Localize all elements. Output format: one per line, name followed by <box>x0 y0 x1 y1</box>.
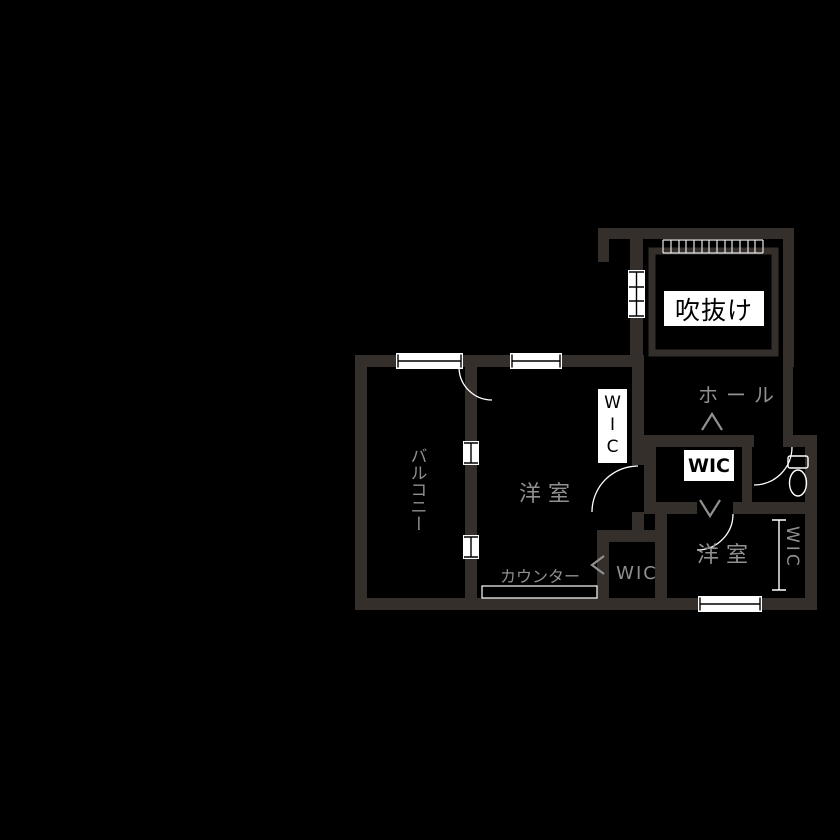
passage-arrow-icons <box>590 411 723 575</box>
void-room-label: 吹抜け <box>664 291 764 326</box>
arrow-up-icon <box>701 411 723 431</box>
balcony-label: バルコニー <box>406 446 427 532</box>
bedroom-right-label: 洋室 <box>696 543 755 568</box>
arrow-left-icon <box>590 555 605 575</box>
arrow-down-icon <box>699 499 721 519</box>
door-swing-arcs <box>458 366 793 551</box>
bedroom-center-label: 洋室 <box>518 482 577 507</box>
door-swing-arc <box>458 366 493 401</box>
door-swing-arc <box>591 465 639 513</box>
counter-label: カウンター <box>499 567 580 586</box>
closet-pole-icon <box>772 519 786 591</box>
wic-center-label: WIC <box>684 450 734 481</box>
windows <box>396 270 762 612</box>
void-inner-border <box>648 247 779 357</box>
door-swing-arc <box>696 513 734 551</box>
door-swing-arc <box>753 446 793 486</box>
wic-lower-label: WIC <box>616 562 658 584</box>
wic-upper-label: WIC <box>598 389 627 463</box>
hall-label: ホール <box>698 382 782 407</box>
railing-grid-icon <box>662 239 764 254</box>
counter-outline <box>481 585 598 599</box>
toilet-icon <box>787 455 809 497</box>
walls <box>355 228 817 610</box>
closet-right-label: WIC <box>782 525 802 569</box>
